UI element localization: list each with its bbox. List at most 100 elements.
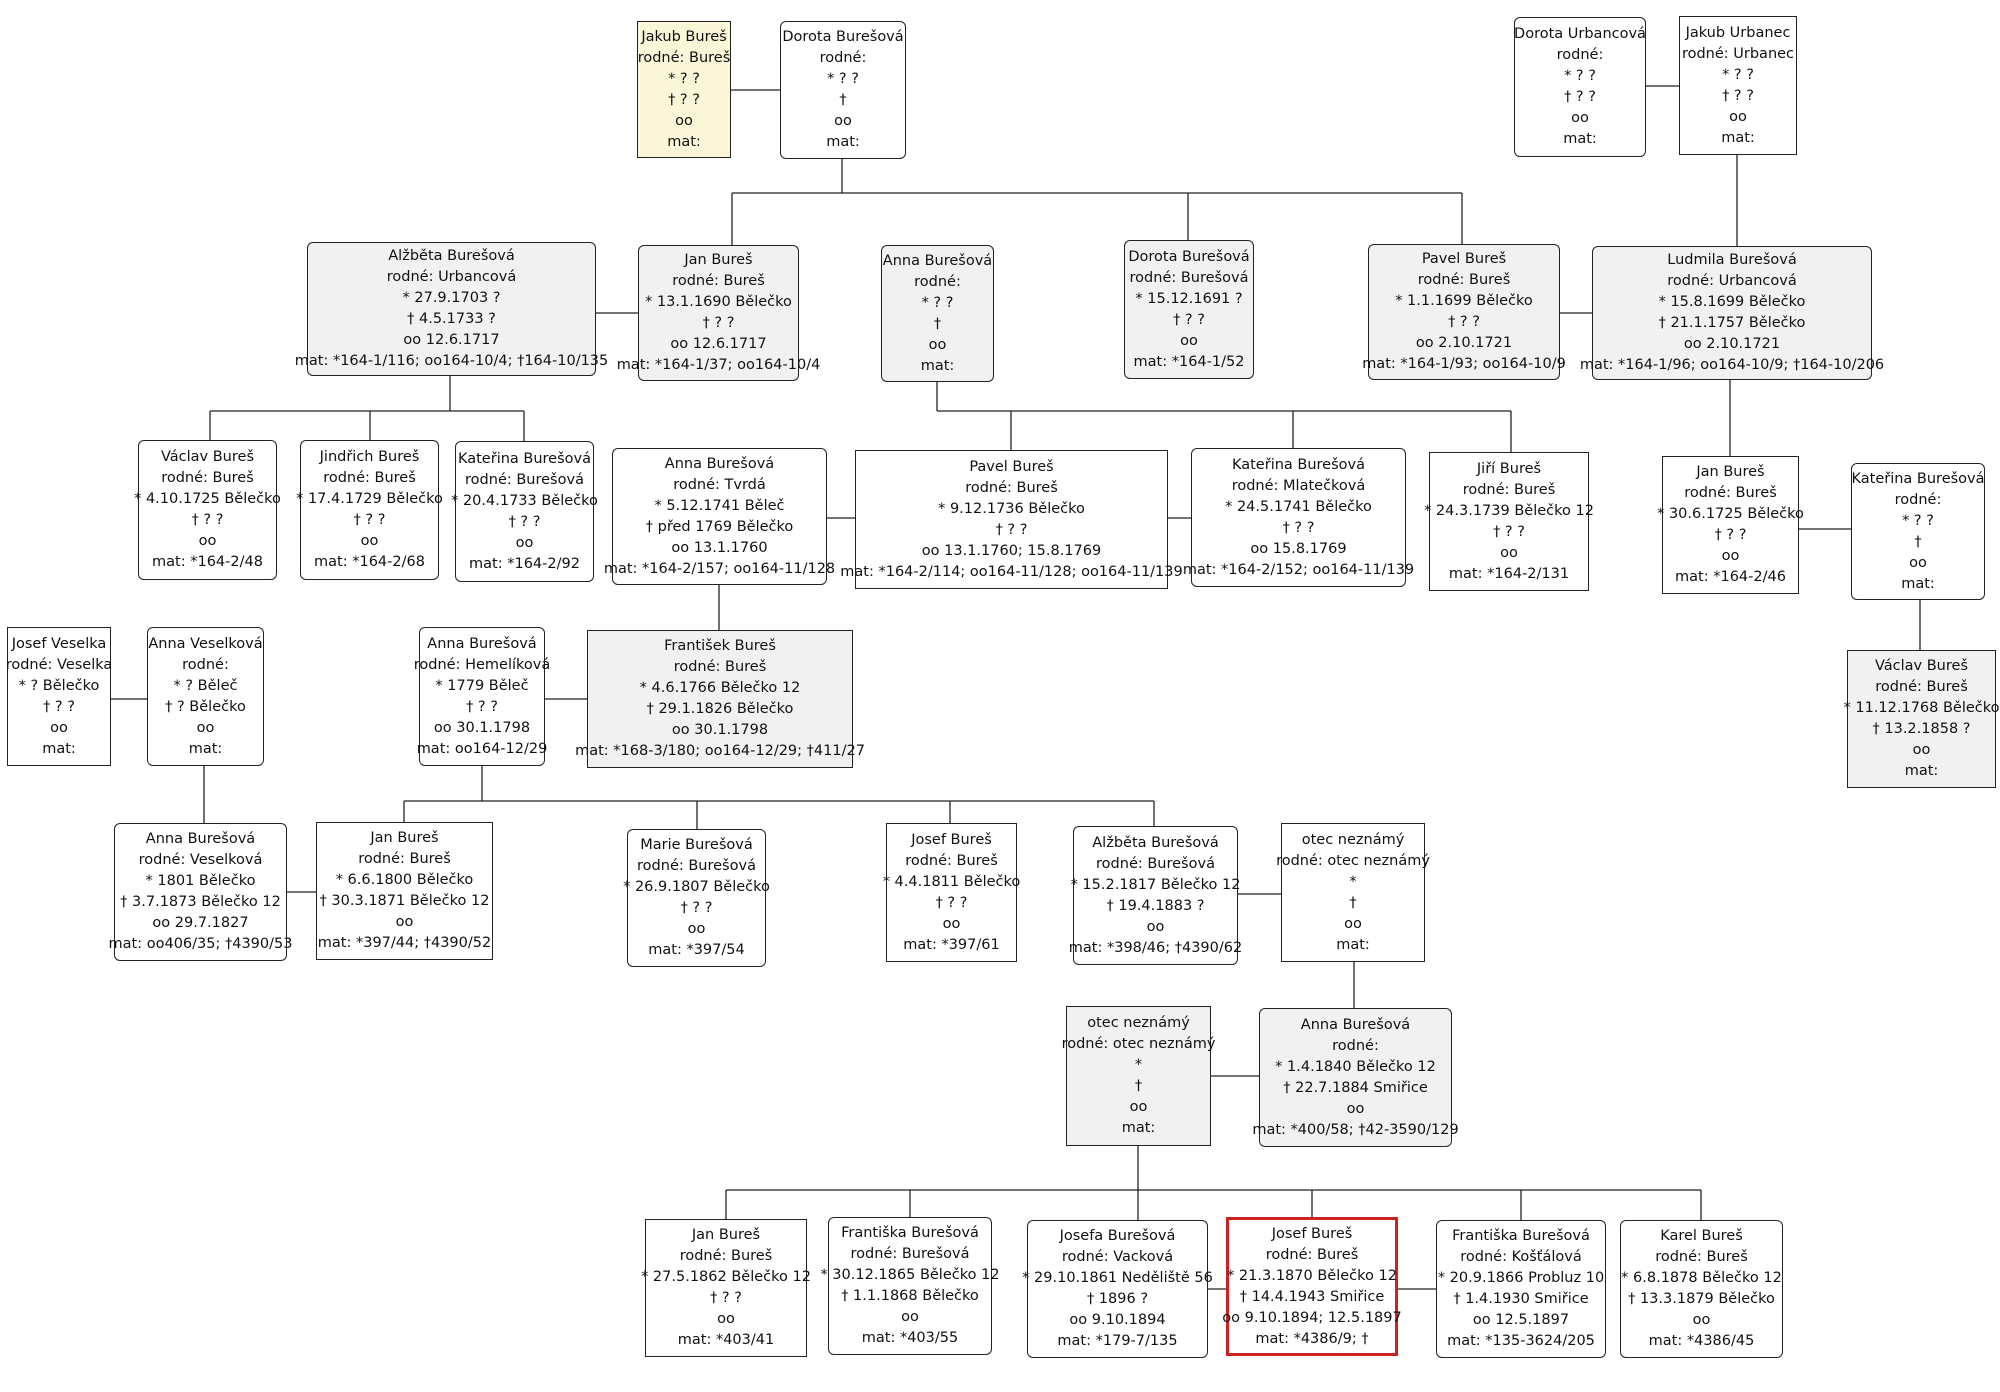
- person-marriage: oo 15.8.1769: [1250, 540, 1347, 557]
- person-marriage: oo 2.10.1721: [1415, 335, 1513, 351]
- person-death: † ? ?: [43, 698, 75, 715]
- person-name: Františka Burešová: [1452, 1228, 1590, 1244]
- person-marriage: oo: [360, 533, 379, 549]
- person-name: František Bureš: [664, 638, 776, 654]
- person-maiden-name: rodné: Burešová: [465, 471, 584, 488]
- person-death: †: [933, 315, 942, 332]
- person-name: Dorota Burešová: [1128, 248, 1250, 265]
- person-maiden-name: rodné: Bureš: [1417, 272, 1511, 288]
- person-birth: * 27.9.1703 ?: [402, 290, 501, 306]
- person-maiden-name: rodné: Bureš: [965, 479, 1058, 496]
- person-maiden-name: rodné: Veselková: [138, 852, 263, 868]
- person-death: † 1.1.1868 Bělečko: [841, 1288, 979, 1304]
- person-death: †: [1914, 533, 1922, 550]
- person-death: †: [1134, 1078, 1143, 1094]
- person-records: mat: oo164-12/29: [416, 740, 548, 757]
- person-records: mat: *4386/9; †: [1255, 1330, 1369, 1347]
- person-birth: * 1.4.1840 Bělečko 12: [1275, 1058, 1436, 1075]
- person-birth: * 29.10.1861 Neděliště 56: [1022, 1270, 1213, 1286]
- person-maiden-name: rodné: Bureš: [161, 470, 254, 486]
- person-death: † 13.2.1858 ?: [1872, 721, 1971, 737]
- person-marriage: oo 12.6.1717: [670, 336, 767, 352]
- person-maiden-name: rodné: Urbancová: [386, 269, 517, 285]
- person-marriage: oo: [1912, 742, 1931, 758]
- person-records: mat: *164-1/116; oo164-10/4; †164-10/135: [294, 353, 609, 369]
- person-birth: * ? ?: [668, 70, 700, 87]
- person-marriage: oo: [942, 915, 961, 932]
- person-name: Josef Bureš: [911, 831, 992, 848]
- person-records: mat:: [1121, 1120, 1156, 1136]
- person-maiden-name: rodné:: [1556, 47, 1604, 63]
- person-records: mat: *397/61: [903, 936, 1000, 953]
- person-maiden-name: rodné: Bureš: [358, 851, 451, 867]
- person-records: mat: *164-1/96; oo164-10/9; †164-10/206: [1579, 357, 1885, 373]
- person-records: mat:: [826, 134, 860, 150]
- person-maiden-name: rodné: Bureš: [672, 273, 765, 289]
- person-name: Kateřina Burešová: [457, 450, 591, 467]
- person-maiden-name: rodné: Bureš: [323, 470, 416, 486]
- person-records: mat: *164-2/68: [314, 554, 425, 570]
- person-maiden-name: rodné: Tvrdá: [673, 476, 766, 493]
- person-maiden-name: rodné: otec neznámý: [1276, 852, 1430, 869]
- person-marriage: oo: [1344, 915, 1362, 932]
- person-death: † ? ?: [1173, 311, 1205, 328]
- person-marriage: oo: [50, 719, 68, 736]
- person-name: Anna Burešová: [664, 455, 775, 472]
- person-name: Jakub Bureš: [641, 28, 727, 45]
- person-marriage: oo: [515, 534, 534, 551]
- person-maiden-name: rodné: Burešová: [637, 858, 756, 874]
- person-name: Anna Burešová: [145, 831, 256, 847]
- person-birth: *: [1134, 1057, 1143, 1073]
- person-birth: * 30.6.1725 Bělečko: [1657, 506, 1804, 522]
- person-marriage: oo: [687, 921, 706, 937]
- person-death: † ? ?: [710, 1290, 742, 1306]
- person-marriage: oo: [198, 533, 217, 549]
- person-death: † ? ?: [353, 512, 386, 528]
- person-maiden-name: rodné:: [1894, 491, 1942, 508]
- person-records: mat:: [1904, 763, 1939, 779]
- person-marriage: oo: [1180, 332, 1198, 349]
- person-records: mat: *164-2/152; oo164-11/139: [1182, 561, 1415, 578]
- person-birth: * ? ?: [827, 71, 859, 87]
- person-maiden-name: rodné: Bureš: [1462, 481, 1556, 498]
